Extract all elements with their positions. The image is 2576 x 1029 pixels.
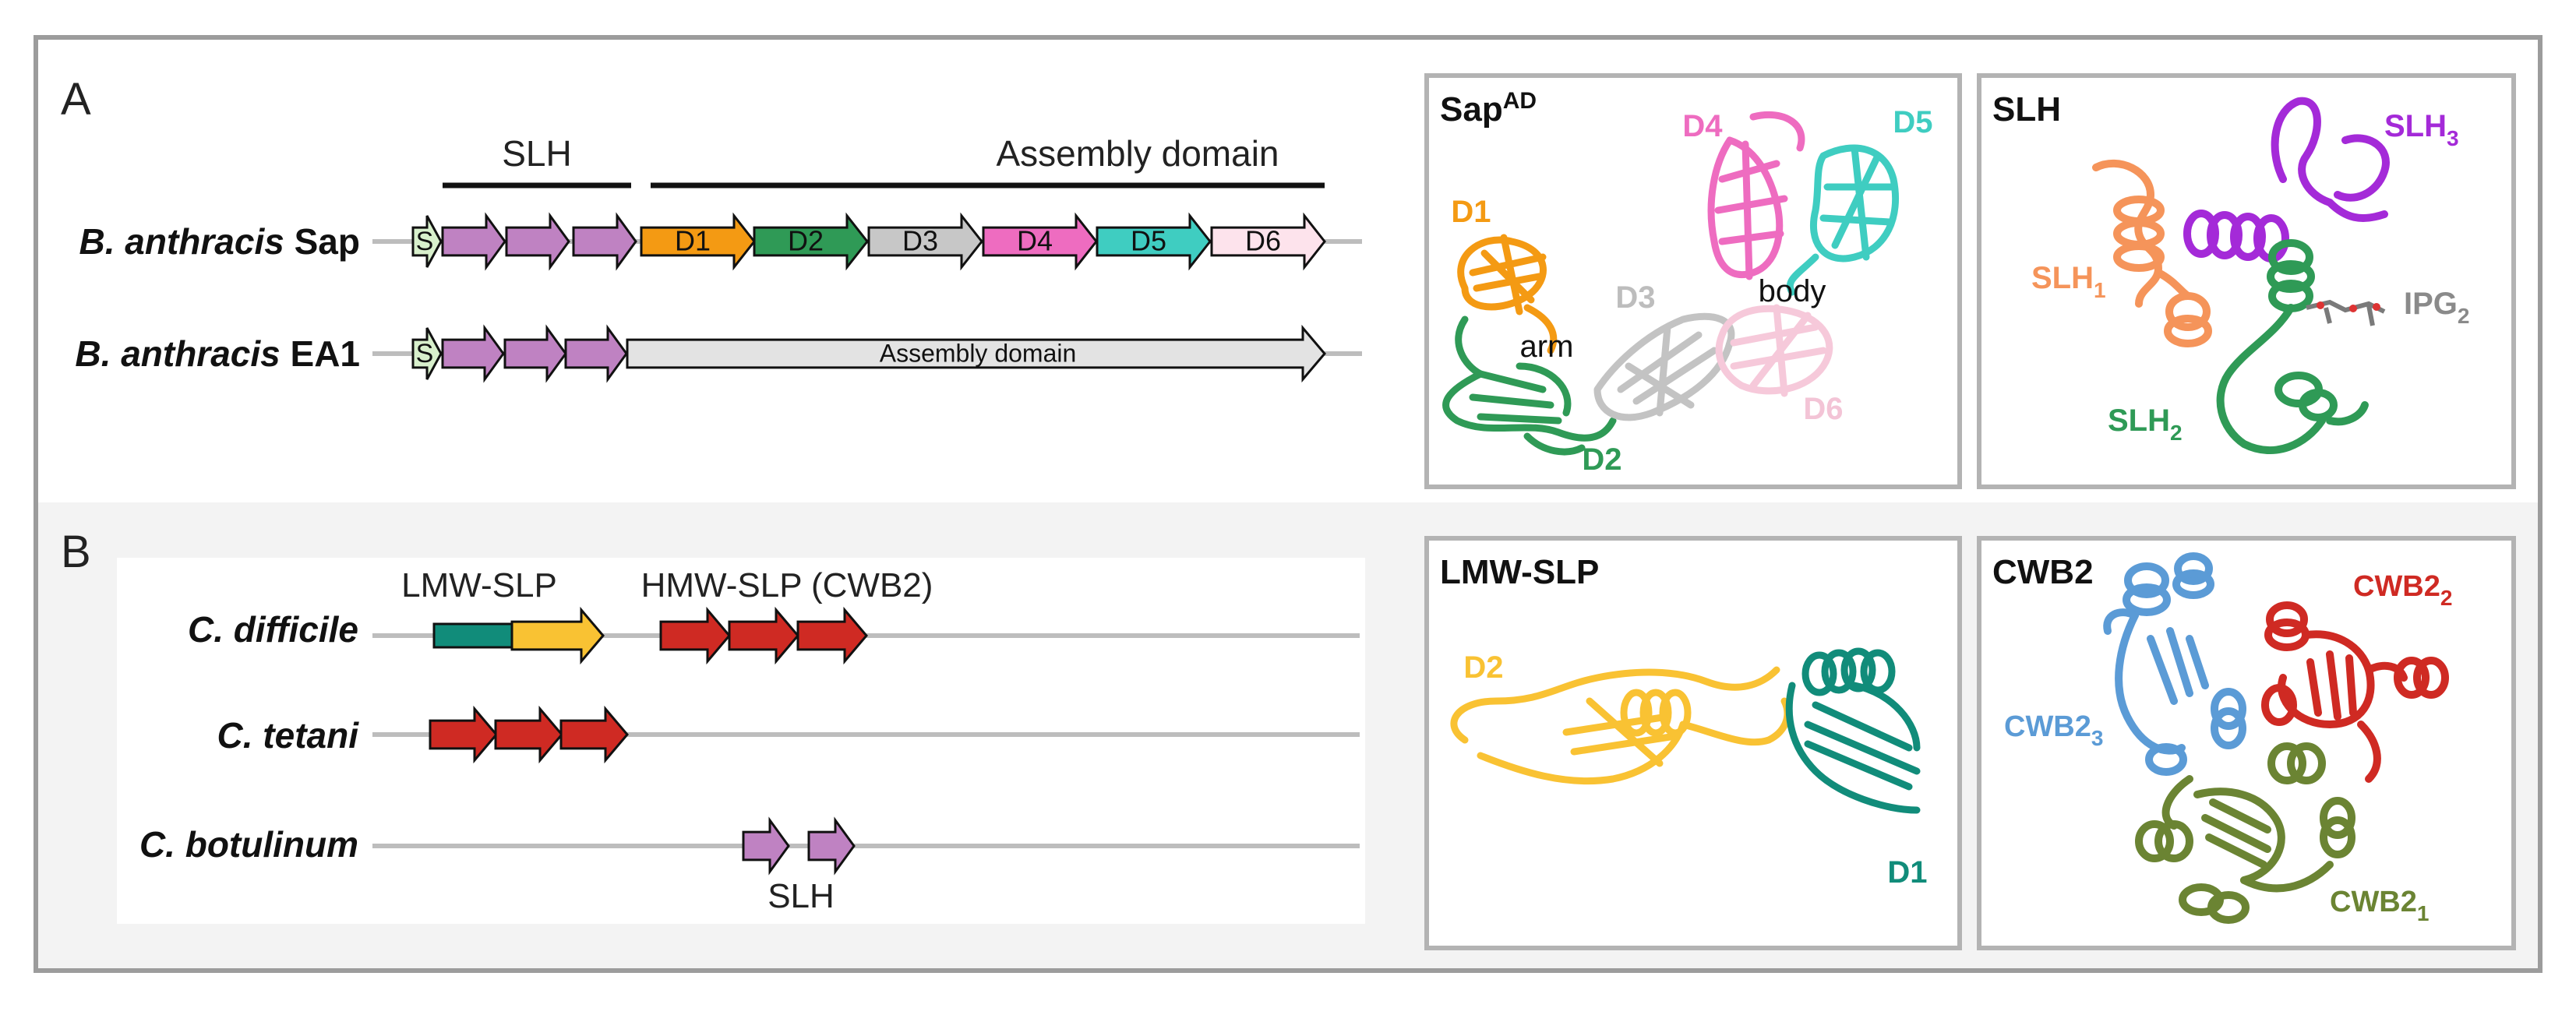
structure-box-sap-ad: SapAD D1 D2 — [1424, 73, 1962, 489]
structure-label-lmw-d1: D1 — [1887, 855, 1927, 890]
slh-arrow-sap-2 — [505, 212, 570, 271]
ribbon-slh1 — [2092, 160, 2212, 347]
cwb2-arrow-tetani-3 — [559, 705, 629, 764]
gene-row-tetani: C. tetani — [217, 705, 1360, 764]
assembly-domain-label-ea1: Assembly domain — [880, 339, 1077, 367]
ribbon-cwb2-3 — [2103, 552, 2246, 776]
structure-label-body: body — [1759, 274, 1826, 308]
structure-box-cwb2: CWB2 CWB22 CWB23 C — [1977, 536, 2516, 950]
slh-bracket-label: SLH — [502, 133, 571, 174]
gene-row-ea1: B. anthracis EA1 S Assembly domain — [75, 324, 1362, 383]
slh-arrow-sap-1 — [441, 212, 506, 271]
signal-peptide-ea1 — [411, 327, 443, 380]
structure-title-slh: SLH — [1992, 90, 2061, 129]
domain-label-d4: D4 — [1017, 225, 1053, 257]
species-label-tetani: C. tetani — [217, 715, 360, 756]
cwb2-arrow-tetani-1 — [429, 705, 498, 764]
structure-label-cwb2-3: CWB23 — [2004, 710, 2103, 750]
structure-label-slh3: SLH3 — [2384, 109, 2459, 150]
domain-label-d6: D6 — [1245, 225, 1281, 257]
cwb2-arrow-difficile-3 — [796, 606, 868, 665]
domain-label-d1: D1 — [675, 225, 711, 257]
assembly-bracket-label: Assembly domain — [996, 133, 1279, 174]
structure-label-d2: D2 — [1582, 442, 1621, 477]
ribbon-d2 — [1442, 315, 1617, 456]
gene-row-sap: B. anthracis Sap S D1 D2 D3 D4 D5 D6 — [79, 212, 1362, 271]
lmw-slp-d2-arrow — [510, 606, 605, 665]
structure-box-slh: SLH SLH1 SLH2 SLH3 IPG2 — [1977, 73, 2516, 489]
structure-box-lmw-slp: LMW-SLP D2 D1 — [1424, 536, 1962, 950]
label-lmw-slp: LMW-SLP — [401, 566, 557, 604]
slh-arrow-botulinum-2 — [807, 816, 856, 876]
domain-arrow-d2 — [753, 212, 869, 271]
domain-arrow-d1 — [640, 212, 756, 271]
label-slh-botulinum: SLH — [768, 877, 835, 915]
cwb2-arrow-difficile-2 — [728, 606, 799, 665]
domain-arrows-tetani — [429, 705, 629, 764]
slh-arrow-ea1-2 — [503, 324, 567, 383]
panel-b-letter: B — [61, 527, 91, 577]
signal-label-ea1: S — [416, 339, 434, 368]
domain-label-d5: D5 — [1131, 225, 1166, 257]
cwb2-arrow-difficile-1 — [659, 606, 731, 665]
ribbon-d1 — [1457, 234, 1558, 354]
species-label-ea1: B. anthracis EA1 — [75, 333, 360, 374]
structure-label-d6: D6 — [1803, 392, 1843, 426]
gene-row-botulinum: C. botulinum SLH — [139, 816, 1360, 915]
structure-label-d5: D5 — [1893, 105, 1932, 139]
structure-title-sap-ad: SapAD — [1440, 88, 1537, 129]
ribbon-slh2 — [2216, 239, 2369, 454]
structure-label-d3: D3 — [1615, 280, 1655, 315]
slh-arrow-ea1-1 — [441, 324, 505, 383]
ribbon-lmw-d2 — [1450, 666, 1791, 785]
structure-label-cwb2-2: CWB22 — [2353, 570, 2452, 610]
domain-arrow-d5 — [1096, 212, 1212, 271]
slh-arrow-ea1-3 — [564, 324, 628, 383]
ribbon-d6 — [1715, 304, 1833, 397]
cwb2-arrow-tetani-2 — [494, 705, 563, 764]
species-label-difficile: C. difficile — [188, 609, 358, 650]
slh-arrow-botulinum-1 — [742, 816, 790, 876]
structure-label-arm: arm — [1520, 329, 1574, 364]
structure-label-d4: D4 — [1682, 109, 1723, 143]
signal-peptide-sap — [411, 215, 443, 268]
domain-arrows-difficile — [432, 606, 868, 665]
domain-arrow-d6 — [1210, 212, 1326, 271]
structure-label-lmw-d2: D2 — [1463, 650, 1503, 685]
domain-arrows-botulinum — [742, 816, 856, 876]
species-label-botulinum: C. botulinum — [139, 824, 358, 865]
ribbon-lmw-d1 — [1785, 647, 1921, 814]
domain-label-d3: D3 — [902, 225, 938, 257]
structure-label-slh2: SLH2 — [2108, 403, 2183, 445]
gene-row-difficile: C. difficile — [188, 606, 1360, 665]
panel-a-letter: A — [61, 74, 91, 125]
ribbon-d3 — [1593, 312, 1735, 421]
label-hmw-slp: HMW-SLP (CWB2) — [641, 566, 933, 604]
outer-frame — [34, 35, 2542, 973]
ribbon-d5 — [1786, 144, 1900, 296]
panel-b-gene-card — [117, 558, 1365, 924]
ribbon-d4 — [1707, 111, 1805, 280]
ligand-ipg2 — [2306, 299, 2386, 326]
structure-label-cwb2-1: CWB21 — [2330, 886, 2429, 925]
ribbon-cwb2-2 — [2261, 601, 2449, 783]
assembly-domain-arrow-ea1 — [626, 324, 1326, 383]
domain-arrow-d4 — [982, 212, 1098, 271]
structure-label-d1: D1 — [1451, 195, 1491, 229]
structure-label-slh1: SLH1 — [2031, 261, 2106, 302]
ribbon-cwb2-1 — [2135, 742, 2355, 924]
species-label-sap: B. anthracis Sap — [79, 221, 360, 262]
structure-title-lmw-slp: LMW-SLP — [1440, 553, 1599, 591]
structure-label-ipg2: IPG2 — [2404, 287, 2469, 328]
domain-arrow-d3 — [867, 212, 983, 271]
slh-arrow-sap-3 — [572, 212, 637, 271]
lmw-slp-d1-block — [432, 622, 513, 649]
structure-title-cwb2: CWB2 — [1992, 553, 2094, 591]
domain-label-d2: D2 — [788, 225, 824, 257]
domain-arrows-sap: S D1 D2 D3 D4 D5 D6 — [411, 212, 1326, 271]
signal-label-sap: S — [416, 227, 434, 256]
ribbon-slh3 — [2183, 97, 2390, 263]
domain-arrows-ea1: S Assembly domain — [411, 324, 1326, 383]
